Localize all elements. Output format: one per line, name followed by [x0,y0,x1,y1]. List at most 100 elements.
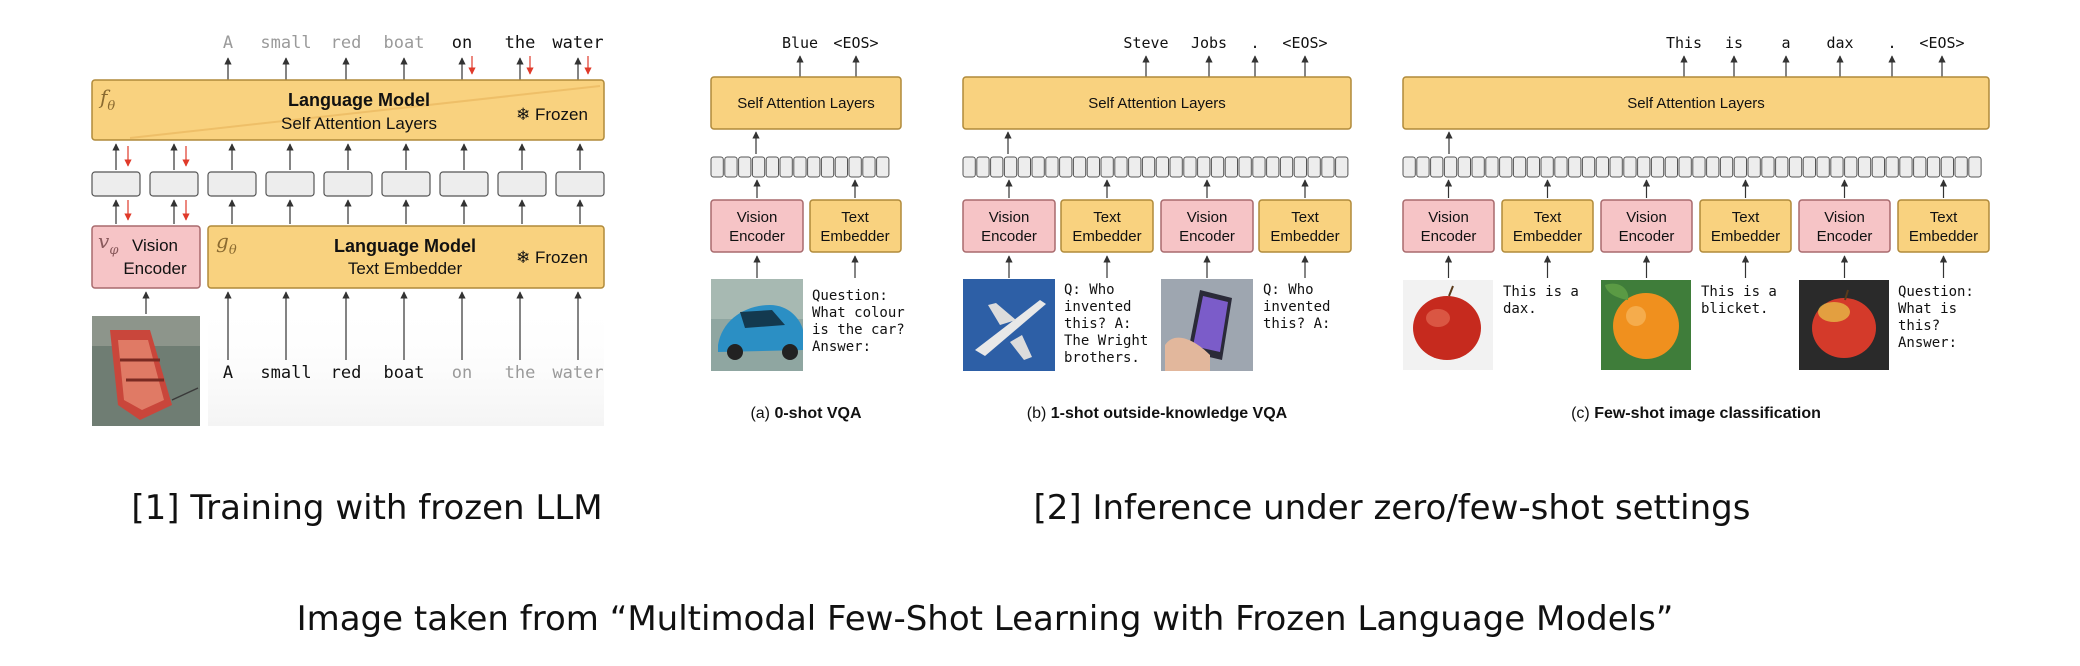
embedding-cell [1650,156,1665,178]
orange-photo [1601,280,1691,370]
embedding-cell [1788,156,1803,178]
panel-a-embedding-strip [710,156,890,178]
training-output-token: red [331,33,362,53]
embedding-cell [1692,156,1706,178]
token-embedding-box [207,171,257,197]
output-token: Steve [1123,34,1168,52]
panel-a-text-label-2: Embedder [820,228,889,245]
embedding-cell [1457,156,1471,178]
text-embedder-subtitle: Text Embedder [348,259,463,278]
panel-c-vision-encoder [1600,199,1693,253]
panel-b-text-2-label-1: Text [1291,209,1319,226]
panel-c-text-label: Text [1732,209,1760,226]
panel-c-vision-label: Encoder [1817,228,1873,245]
lm-top-frozen-badge: ❄ Frozen [516,105,588,124]
panel-c-vision-label: Encoder [1421,228,1477,245]
embedding-cell [1940,156,1954,178]
panel-a-text-embedder [809,199,902,253]
embedding-cell [1609,156,1623,178]
embedding-cell [1857,156,1872,178]
token-embedding-box [439,171,489,197]
training-input-token: A [223,363,233,383]
embedding-cell [765,156,780,178]
training-input-token: on [452,363,472,383]
training-input-token: small [260,363,311,383]
embedding-cell [1086,156,1100,178]
embedding-cell [807,156,821,178]
token-embedding-box [381,171,431,197]
embedding-cell [990,156,1004,178]
embedding-cell [1416,156,1430,178]
embedding-cell [1554,156,1568,178]
panel-b-attention-box [962,76,1352,130]
output-token: <EOS> [833,34,878,52]
embedding-cell [1733,156,1747,178]
embedding-cell [1197,156,1211,178]
panel-b-attention-label: Self Attention Layers [1088,95,1226,112]
panel-a-attention-label: Self Attention Layers [737,95,875,112]
lm-self-attention-box [91,79,605,141]
embedding-cell [1402,156,1416,178]
embedding-cell [1623,156,1637,178]
output-token: <EOS> [1282,34,1327,52]
text-embedder-frozen-badge: ❄ Frozen [516,248,588,267]
training-token-fade [208,300,604,426]
training-input-token: water [552,363,603,383]
embedding-cell [1293,156,1307,178]
training-token-embeddings [91,171,605,197]
apple-photo [1799,280,1889,370]
output-token: This [1666,34,1702,52]
embedding-cell [1885,156,1899,178]
training-output-token: small [260,33,311,53]
embedding-cell [1775,156,1789,178]
training-output-token: water [552,33,603,53]
embedding-cell [962,156,976,178]
panel-b-text-embedder-2 [1258,199,1352,253]
lm-diagonal-highlight [129,85,601,139]
panel-c-attention-box [1402,76,1990,130]
embedding-cell [1238,156,1252,178]
training-input-token: the [505,363,536,383]
embedding-cell [1637,156,1651,178]
training-output-arrows [224,56,592,80]
embedding-cell [1747,156,1761,178]
embedding-cell [1485,156,1499,178]
output-token: . [1250,34,1259,52]
vision-encoder-symbol: vφ [98,229,119,258]
embedding-cell [1307,156,1321,178]
panel-c-text-label: Text [1930,209,1958,226]
embedding-cell [834,156,849,178]
panel-a-output-tokens: Blue<EOS> [782,34,879,77]
lm-top-title: Language Model [288,90,430,110]
embedding-cell [1844,156,1858,178]
embedding-cell [1540,156,1554,178]
embedding-cell [1279,156,1294,178]
embedding-cell [1706,156,1720,178]
panel-c-vision-label: Vision [1626,209,1667,226]
red-apple-photo [1403,280,1493,370]
inference-section-label: [2] Inference under zero/few-shot settin… [1034,488,1751,528]
embedding-cell [1141,156,1156,178]
panel-a-caption: (a) 0-shot VQA [750,405,862,422]
source-attribution: Image taken from “Multimodal Few-Shot Le… [297,599,1674,639]
training-embedding-arrows [112,143,584,224]
panel-b-text-1-label-1: Text [1093,209,1121,226]
panel-b-text-2-label-2: Embedder [1270,228,1339,245]
embedding-cell [1830,156,1844,178]
blue-car-photo [711,279,803,371]
embedding-cell [1321,156,1335,178]
embedding-cell [1128,156,1142,178]
embedding-cell [1526,156,1540,178]
training-input-token: boat [384,363,425,383]
embedding-cell [1210,156,1225,178]
panel-c-text-label: Embedder [1513,228,1582,245]
panel-c-embedding-strip [1402,156,1982,178]
embedding-cell [848,156,862,178]
embedding-cell [1913,156,1927,178]
